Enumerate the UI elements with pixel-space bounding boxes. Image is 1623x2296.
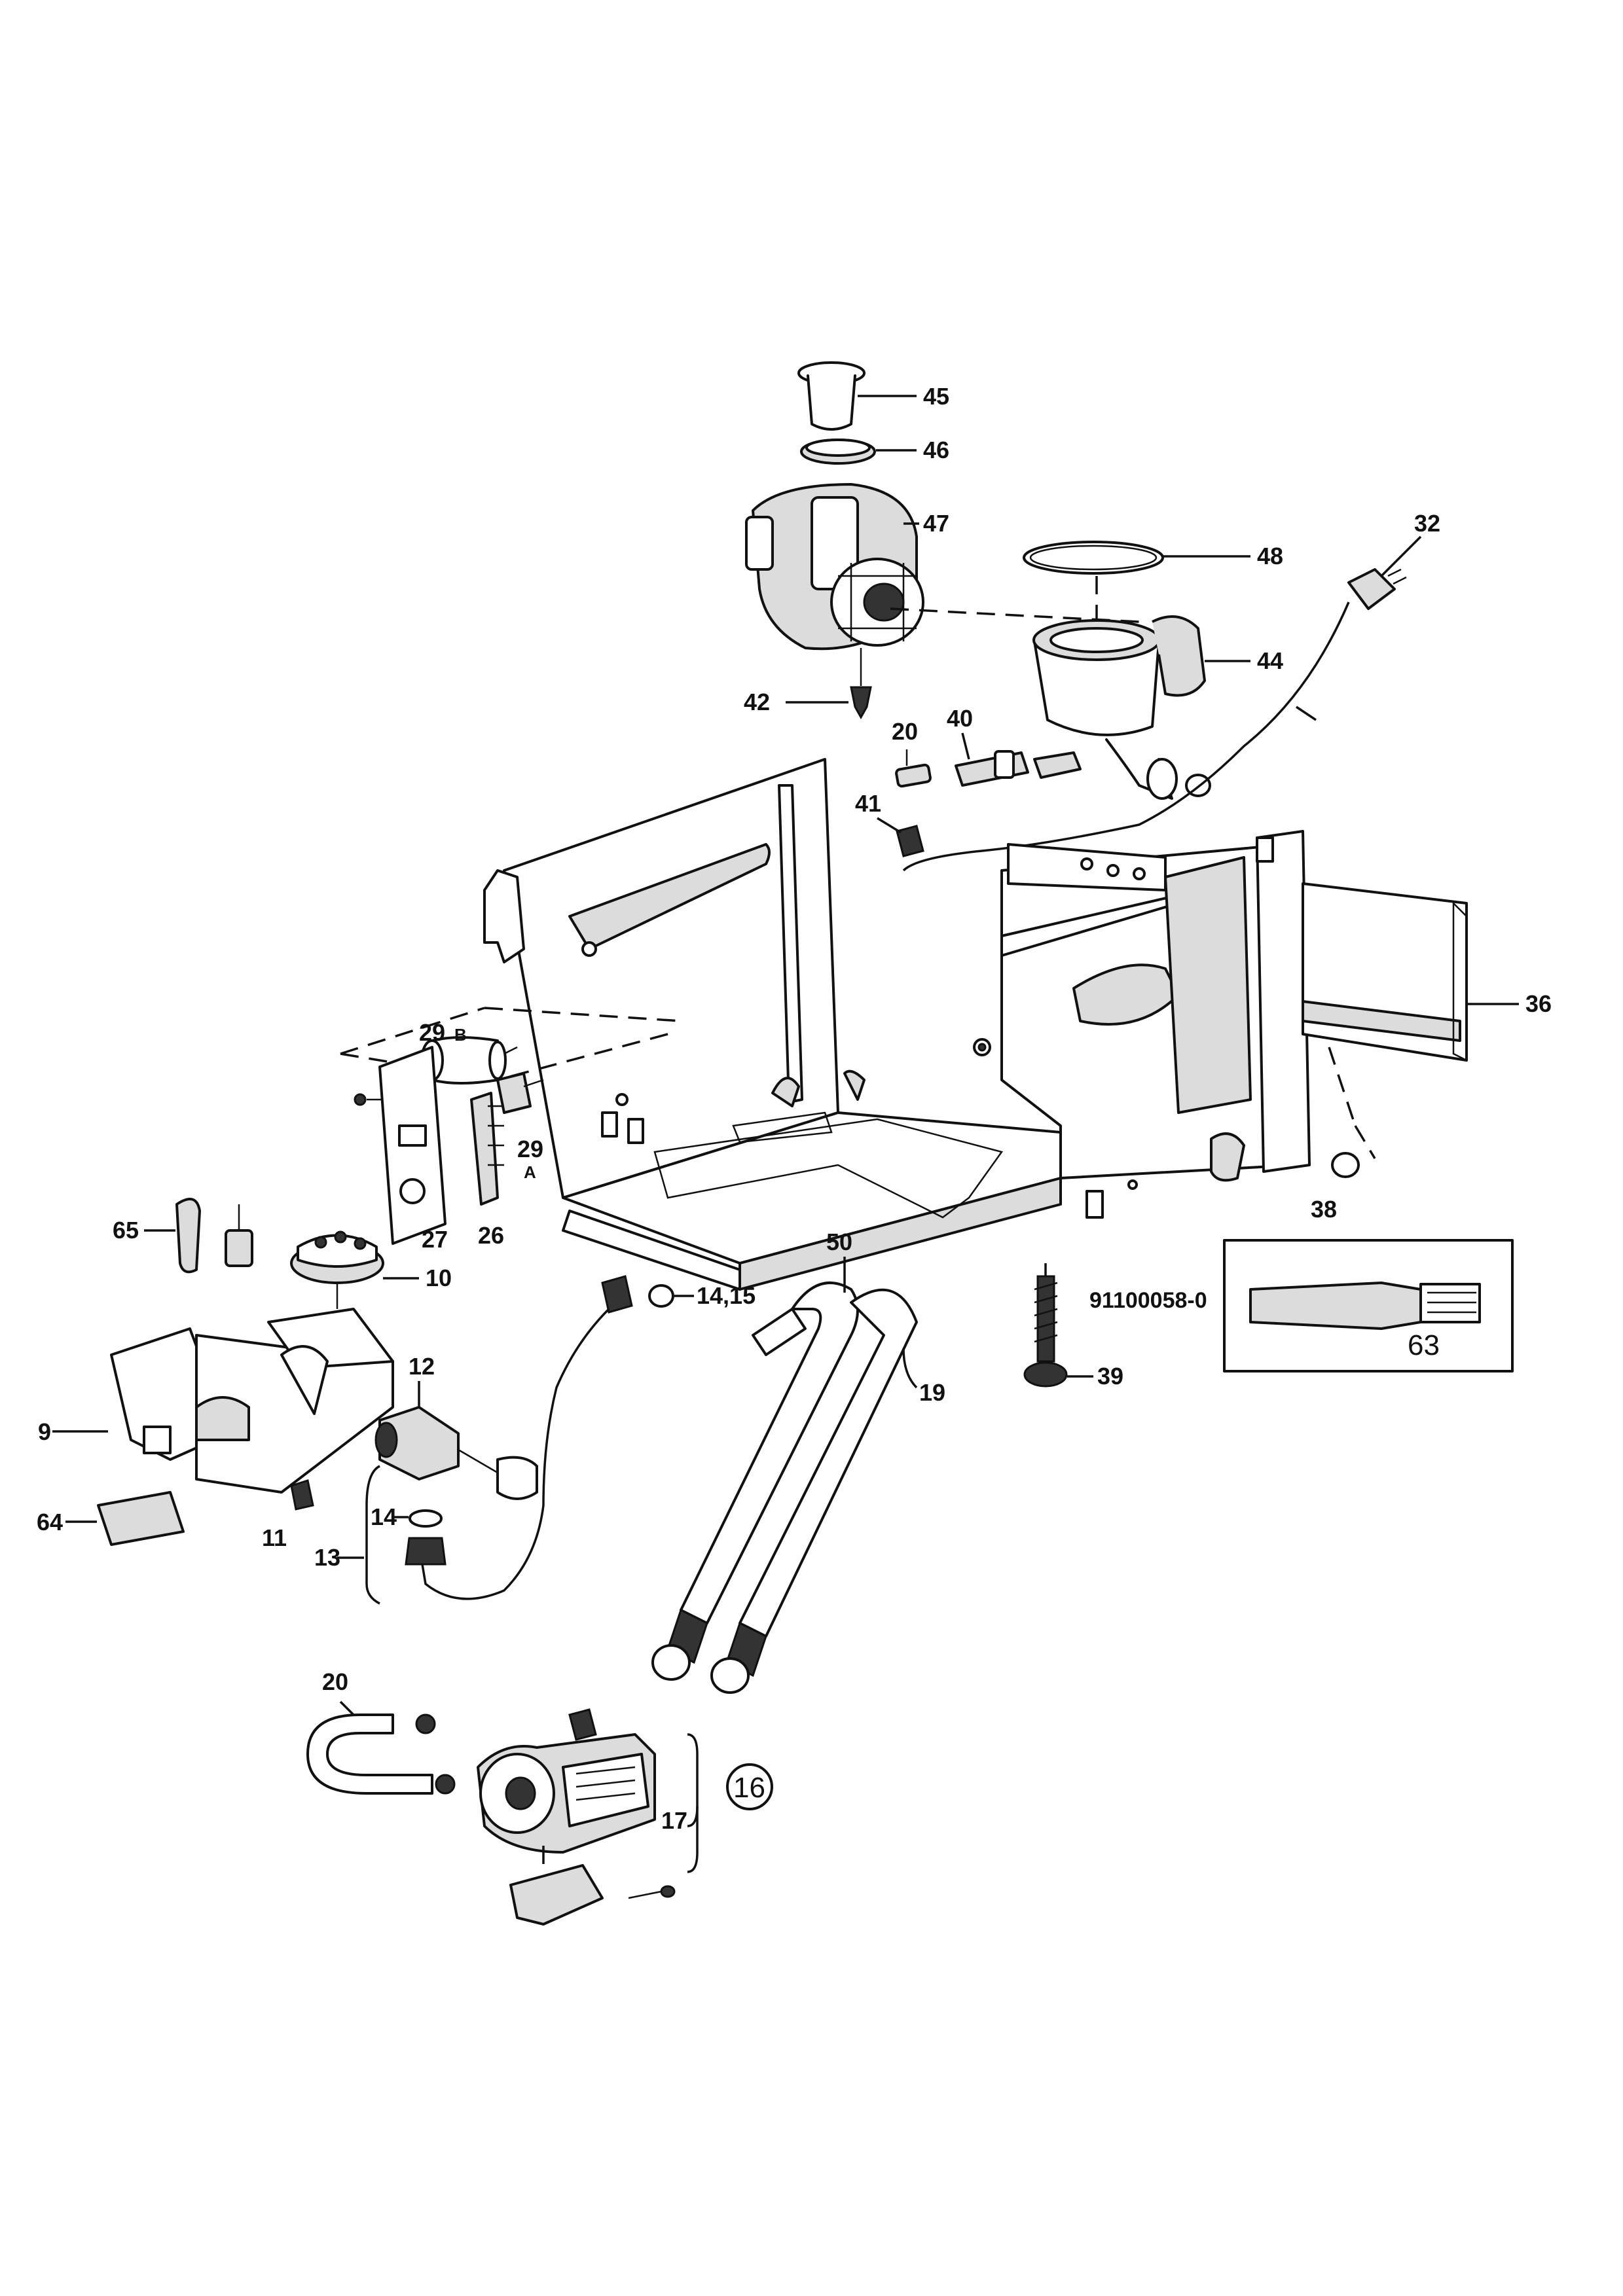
part-20-hose-clip-top [895,749,932,788]
part-20-hose-bottom [306,1700,456,1795]
part-65-relay [144,1198,201,1274]
callout-16: 16 [733,1772,765,1804]
callout-48: 48 [1257,543,1283,569]
callout-14-15: 14,15 [697,1282,756,1309]
part-19-drain-hose [902,1348,918,1389]
callout-63: 63 [1408,1329,1440,1361]
part-64-bracket [65,1491,185,1546]
callout-29b-sub: B [454,1025,467,1045]
part-switch-small [225,1204,253,1267]
part-17-pump-bracket [509,1806,699,1926]
callout-20-bottom: 20 [322,1668,348,1695]
callout-65: 65 [113,1217,139,1244]
callout-11: 11 [262,1524,287,1551]
part-47-circulation-pump [745,483,924,651]
callout-29a-sub: A [524,1162,536,1182]
part-16-drain-pump [477,1708,773,1854]
part-42-nut [786,686,872,720]
callout-10: 10 [426,1265,452,1291]
callout-36: 36 [1525,990,1552,1017]
callout-14: 14 [371,1503,397,1530]
callout-9: 9 [38,1418,51,1445]
callout-40: 40 [947,705,973,732]
callout-38: 38 [1311,1196,1337,1223]
callout-45: 45 [923,383,949,410]
part-63-tool-box [1223,1239,1514,1372]
callout-42: 42 [744,689,770,715]
part-14-15-inlet-hose [421,1275,694,1600]
callout-47: 47 [923,510,949,537]
callout-13: 13 [314,1544,340,1571]
reference-number: 91100058-0 [1089,1288,1207,1313]
part-36-rail [1302,882,1519,1062]
part-32-power-cord [902,535,1422,872]
part-45-sleeve [797,361,917,431]
part-39-leveling-screw [1023,1275,1093,1388]
part-14-washer [393,1509,443,1528]
part-44-sump [1032,615,1250,800]
callout-39: 39 [1097,1363,1123,1390]
part-26-terminal-strip [470,1092,504,1206]
callout-19: 19 [919,1379,945,1406]
cabinet-frame [483,758,1311,1291]
callout-29a: 29 [517,1136,543,1162]
callout-20-top: 20 [892,718,918,745]
part-50-drain-hose [651,1257,918,1694]
part-13-nut-assembly [337,1465,447,1605]
part-10-pressure-switch [290,1230,419,1309]
callout-64: 64 [37,1509,63,1535]
part-46-ring [800,439,917,465]
callout-12: 12 [409,1353,435,1380]
part-9-electrical-bracket [52,1308,394,1494]
part-29a-switch [496,1072,544,1114]
callout-41: 41 [855,790,881,817]
callout-32: 32 [1414,510,1440,537]
callout-26: 26 [478,1222,504,1249]
part-48-gasket [1023,541,1250,575]
part-38-foot [1331,1152,1360,1178]
part-40-connector [955,732,1082,787]
part-41-clip [877,817,924,857]
callout-44: 44 [1257,647,1283,674]
part-12-inlet-valve [374,1381,538,1500]
part-11-clip [290,1479,314,1511]
callout-46: 46 [923,437,949,463]
callout-27: 27 [422,1226,448,1253]
callout-50: 50 [826,1229,852,1255]
callout-29b: 29 [419,1019,445,1046]
callout-17: 17 [661,1807,687,1834]
callout-labels: 45 46 47 48 32 44 42 20 40 41 36 38 29 B… [37,383,1552,1834]
part-27-bracket [354,1046,447,1245]
